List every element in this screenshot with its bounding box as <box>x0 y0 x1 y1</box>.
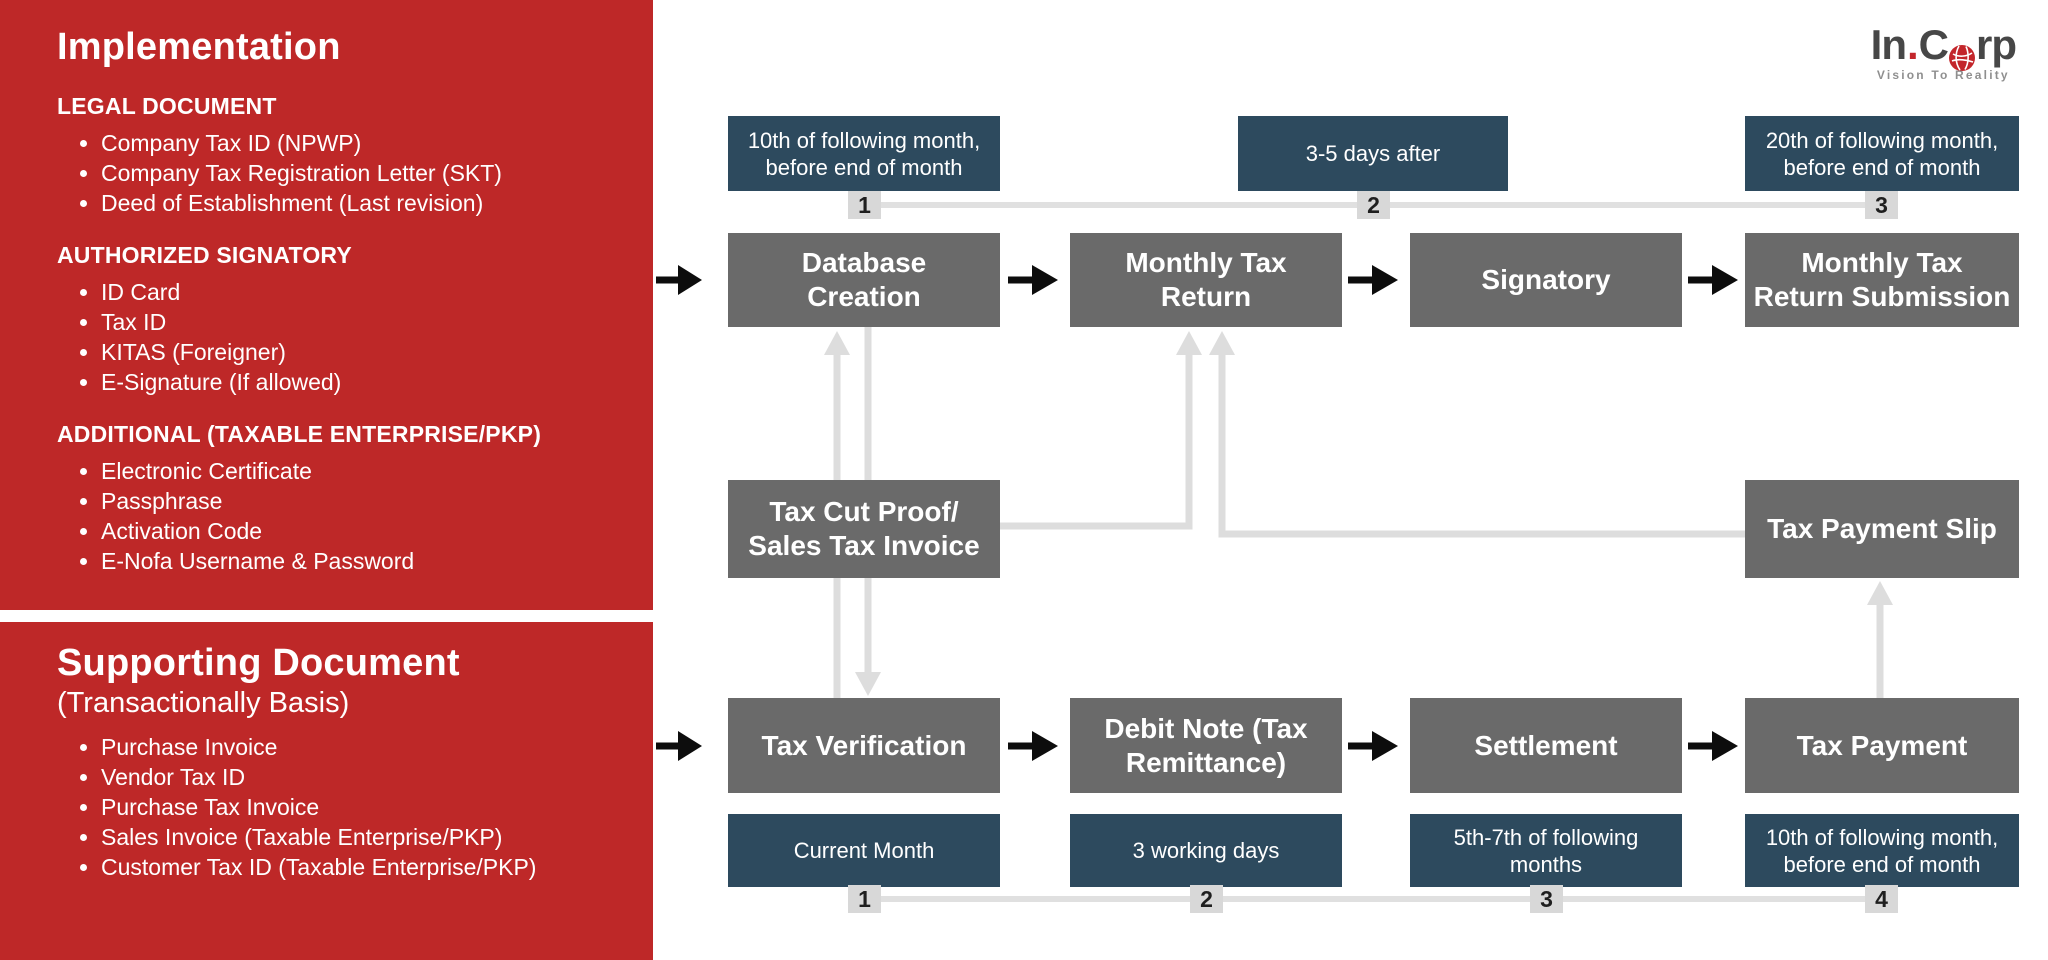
logo-text-in: In <box>1870 21 1907 68</box>
process-box-tax-payment: Tax Payment <box>1745 698 2019 793</box>
legal-document-heading: LEGAL DOCUMENT <box>57 93 277 119</box>
additional-pkp-group: ADDITIONAL (TAXABLE ENTERPRISE/PKP) Elec… <box>57 421 625 576</box>
list-item: Company Tax Registration Letter (SKT) <box>101 158 625 188</box>
list-item: KITAS (Foreigner) <box>101 337 625 367</box>
implementation-panel: Implementation LEGAL DOCUMENT Company Ta… <box>0 0 653 610</box>
legal-document-group: LEGAL DOCUMENT Company Tax ID (NPWP) Com… <box>57 93 625 218</box>
timing-box-return-submission: 20th of following month, before end of m… <box>1745 116 2019 191</box>
process-box-settlement: Settlement <box>1410 698 1682 793</box>
legal-document-list: Company Tax ID (NPWP) Company Tax Regist… <box>57 128 625 218</box>
step-badge-top-2: 2 <box>1357 191 1390 219</box>
list-item: ID Card <box>101 277 625 307</box>
list-item: Passphrase <box>101 486 625 516</box>
timing-box-tax-payment-deadline: 10th of following month, before end of m… <box>1745 814 2019 887</box>
timing-box-working-days: 3 working days <box>1070 814 1342 887</box>
supporting-document-subtitle: (Transactionally Basis) <box>57 687 350 719</box>
step-badge-top-1: 1 <box>848 191 881 219</box>
step-badge-bottom-2: 2 <box>1190 885 1223 913</box>
list-item: Purchase Tax Invoice <box>101 792 625 822</box>
process-box-monthly-tax-return-submission: Monthly Tax Return Submission <box>1745 233 2019 327</box>
list-item: Activation Code <box>101 516 625 546</box>
black-arrows-bottom <box>656 731 1738 761</box>
globe-icon <box>1949 36 1975 71</box>
list-item: E-Nofa Username & Password <box>101 546 625 576</box>
list-item: Purchase Invoice <box>101 732 625 762</box>
timing-box-database-creation: 10th of following month, before end of m… <box>728 116 1000 191</box>
process-box-signatory: Signatory <box>1410 233 1682 327</box>
logo-text-rp: rp <box>1976 21 2017 68</box>
timing-box-signatory: 3-5 days after <box>1238 116 1508 191</box>
process-box-tax-cut-proof: Tax Cut Proof/ Sales Tax Invoice <box>728 480 1000 578</box>
arrowhead-up-into-monthlytax-2 <box>1209 331 1235 355</box>
additional-pkp-heading: ADDITIONAL (TAXABLE ENTERPRISE/PKP) <box>57 421 542 447</box>
gray-arrowheads <box>824 331 1893 696</box>
authorized-signatory-list: ID Card Tax ID KITAS (Foreigner) E-Signa… <box>57 277 625 397</box>
arrowhead-up-into-paymentslip <box>1867 581 1893 605</box>
line-taxcutproof-to-monthlytax <box>1000 350 1193 530</box>
arrowhead-down-into-taxverification <box>855 672 881 696</box>
list-item: Vendor Tax ID <box>101 762 625 792</box>
logo-tagline: Vision To Reality <box>1876 68 2010 82</box>
line-paymentslip-to-monthlytax <box>1218 350 1745 538</box>
logo-text-c: C <box>1918 21 1949 68</box>
step-badge-bottom-3: 3 <box>1530 885 1563 913</box>
list-item: Customer Tax ID (Taxable Enterprise/PKP) <box>101 852 625 882</box>
process-box-database-creation: Database Creation <box>728 233 1000 327</box>
list-item: Company Tax ID (NPWP) <box>101 128 625 158</box>
arrowhead-up-into-monthlytax-1 <box>1176 331 1202 355</box>
list-item: Deed of Establishment (Last revision) <box>101 188 625 218</box>
additional-pkp-list: Electronic Certificate Passphrase Activa… <box>57 456 625 576</box>
step-badge-top-3: 3 <box>1865 191 1898 219</box>
step-badge-bottom-4: 4 <box>1865 885 1898 913</box>
authorized-signatory-group: AUTHORIZED SIGNATORY ID Card Tax ID KITA… <box>57 242 625 397</box>
timing-box-current-month: Current Month <box>728 814 1000 887</box>
black-arrows-top <box>656 265 1738 295</box>
arrowhead-up-into-database <box>824 331 850 355</box>
supporting-document-title: Supporting Document <box>57 642 460 684</box>
process-box-tax-payment-slip: Tax Payment Slip <box>1745 480 2019 578</box>
supporting-document-panel: Supporting Document (Transactionally Bas… <box>0 622 653 960</box>
authorized-signatory-heading: AUTHORIZED SIGNATORY <box>57 242 352 268</box>
logo-dot: . <box>1906 21 1919 68</box>
gray-flow-lines <box>833 327 1884 698</box>
implementation-title: Implementation <box>57 26 341 68</box>
list-item: Electronic Certificate <box>101 456 625 486</box>
process-box-debit-note: Debit Note (Tax Remittance) <box>1070 698 1342 793</box>
timing-box-settlement-days: 5th-7th of following months <box>1410 814 1682 887</box>
list-item: E-Signature (If allowed) <box>101 367 625 397</box>
supporting-document-list: Purchase Invoice Vendor Tax ID Purchase … <box>57 732 625 882</box>
list-item: Sales Invoice (Taxable Enterprise/PKP) <box>101 822 625 852</box>
process-box-monthly-tax-return: Monthly Tax Return <box>1070 233 1342 327</box>
step-badge-bottom-1: 1 <box>848 885 881 913</box>
list-item: Tax ID <box>101 307 625 337</box>
process-box-tax-verification: Tax Verification <box>728 698 1000 793</box>
